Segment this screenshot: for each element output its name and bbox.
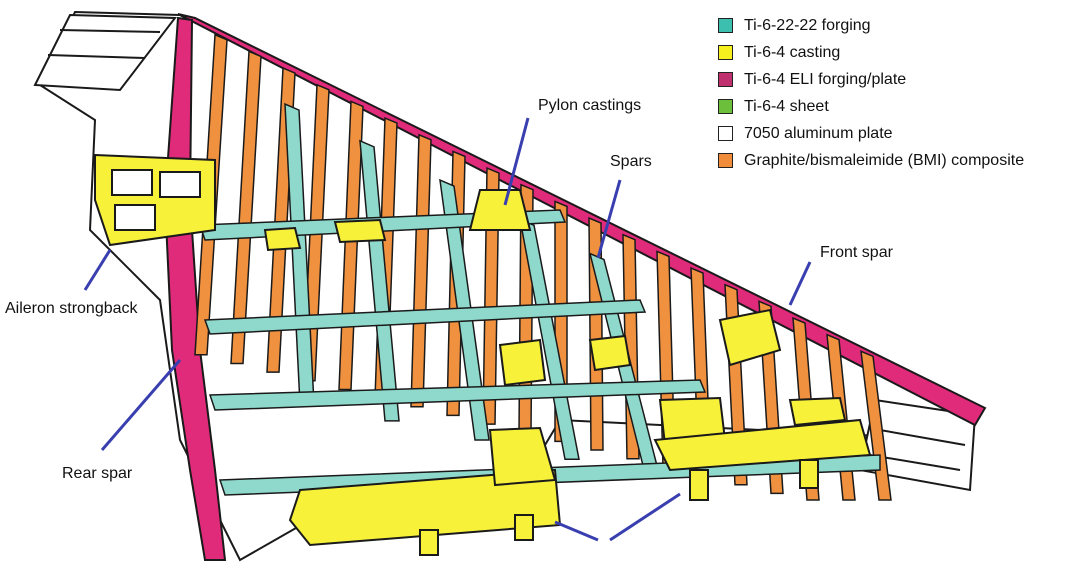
legend-label: Ti-6-4 ELI forging/plate — [744, 70, 907, 88]
legend-item: Ti-6-4 ELI forging/plate — [718, 66, 1024, 93]
callout-front-spar: Front spar — [820, 244, 893, 261]
root-fittings — [288, 396, 872, 556]
aileron-strongback — [94, 153, 216, 247]
leader-rear-spar — [100, 359, 182, 451]
legend: Ti-6-22-22 forging Ti-6-4 casting Ti-6-4… — [718, 12, 1024, 174]
legend-label: 7050 aluminum plate — [744, 124, 893, 142]
callout-pylon-castings: Pylon castings — [538, 97, 642, 114]
callout-spars: Spars — [610, 153, 652, 170]
legend-swatch — [718, 153, 733, 168]
composite-rib — [230, 50, 262, 365]
front-spar — [177, 13, 987, 427]
legend-item: Graphite/bismaleimide (BMI) composite — [718, 147, 1024, 174]
legend-label: Ti-6-4 casting — [744, 43, 841, 61]
forging-spar — [359, 139, 400, 422]
callout-aileron-strongback: Aileron strongback — [5, 300, 138, 317]
leader-pylon-castings — [503, 117, 530, 206]
legend-swatch — [718, 99, 733, 114]
legend-item: Ti-6-4 sheet — [718, 93, 1024, 120]
leader-root-left — [554, 520, 599, 542]
legend-swatch — [718, 45, 733, 60]
legend-item: 7050 aluminum plate — [718, 120, 1024, 147]
legend-item: Ti-6-4 casting — [718, 39, 1024, 66]
composite-rib — [860, 350, 892, 501]
rear-spar — [163, 16, 227, 561]
composite-rib — [482, 166, 500, 425]
callout-rear-spar: Rear spar — [62, 465, 133, 482]
leader-front-spar — [788, 261, 812, 306]
legend-swatch — [718, 126, 733, 141]
pylon-castings — [263, 189, 782, 387]
leader-lines — [83, 117, 812, 542]
legend-item: Ti-6-22-22 forging — [718, 12, 1024, 39]
legend-label: Ti-6-4 sheet — [744, 97, 829, 115]
legend-label: Graphite/bismaleimide (BMI) composite — [744, 151, 1025, 169]
legend-swatch — [718, 72, 733, 87]
legend-swatch — [718, 18, 733, 33]
legend-label: Ti-6-22-22 forging — [744, 16, 871, 34]
leader-aileron-strongback — [83, 249, 112, 291]
leader-root-right — [609, 492, 681, 542]
leader-spars — [596, 179, 622, 259]
wingtip-aluminum-structure — [33, 13, 977, 492]
